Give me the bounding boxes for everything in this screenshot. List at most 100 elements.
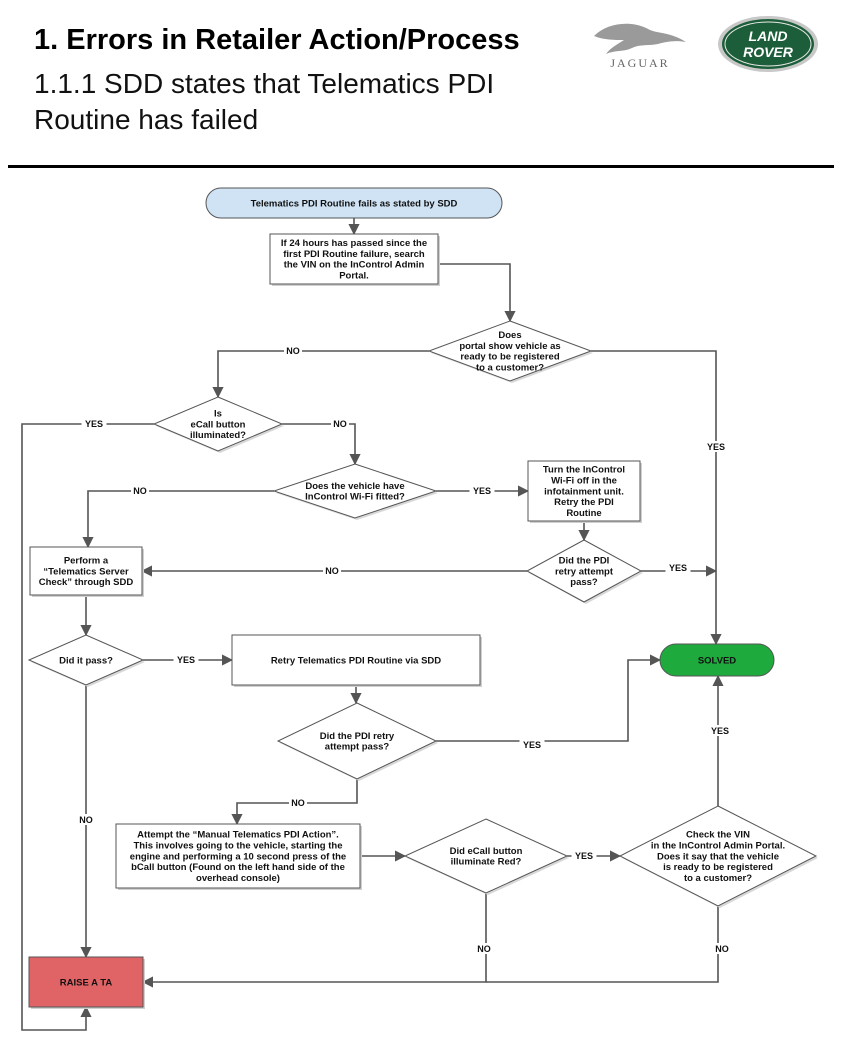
node-manual-text: bCall button (Found on the left hand sid… [131,862,345,873]
node-manual-text: This involves going to the vehicle, star… [133,841,342,852]
edge-label-bg [331,418,349,429]
connector [486,906,719,983]
connector [21,423,154,1031]
connector [82,490,274,549]
landrover-logo: LAND ROVER [718,16,818,72]
page-header: 1. Errors in Retailer Action/Process 1.1… [0,0,843,170]
edge-label-wifi-no: NO [133,486,147,496]
node-turnoff-shape [527,460,641,522]
node-manual: Attempt the “Manual Telematics PDI Actio… [115,823,362,890]
edge-label-bg [571,850,597,861]
node-checkvin-text: is ready to be registered [663,862,773,873]
edge-label-bg [469,485,495,496]
node-wifi-shape [272,463,438,519]
connector [282,423,361,466]
connector [212,350,429,399]
edge-label-bg [77,814,95,825]
node-raise: RAISE A TA [28,956,145,1009]
node-manual-text: engine and performing a 10 second press … [130,851,346,862]
landrover-logo-text-2: ROVER [743,44,794,60]
node-retry1-text: retry attempt [555,566,614,577]
node-checkvin-text: in the InControl Admin Portal. [651,841,785,852]
jaguar-logo-text: JAGUAR [610,56,669,70]
node-retrysdd-text: Retry Telematics PDI Routine via SDD [271,655,441,666]
node-search-text: first PDI Routine failure, search [283,249,425,260]
node-search-text: the VIN on the InControl Admin [284,260,425,271]
edge-label-bg [713,943,731,954]
node-solved-text: SOLVED [698,655,736,666]
edge-label-bg [519,739,545,750]
node-retrysdd: Retry Telematics PDI Routine via SDD [231,634,482,687]
edge-label-checkvin-yes: YES [711,726,729,736]
node-checkvin-text: to a customer? [684,873,752,884]
edge-label-bg [289,797,307,808]
edge-label-checkvin-no: NO [715,944,729,954]
node-solved-shape [659,643,775,677]
edge-label-bg [81,418,107,429]
landrover-logo-text-1: LAND [749,28,788,44]
edge-label-retry1-no: NO [325,566,339,576]
edge-label-pass-no: NO [79,815,93,825]
node-ecall-text: eCall button [191,419,246,430]
node-wifi-text: Does the vehicle have [305,481,404,492]
node-portal-text: to a customer? [476,363,544,374]
node-start-shape [205,187,503,219]
page-subtitle: 1.1.1 SDD states that Telematics PDI Rou… [34,66,494,138]
node-retry1-text: pass? [570,577,598,588]
node-ecall-text: illuminated? [190,430,246,441]
node-servercheck-shape [29,546,143,596]
node-turnoff-text: Wi-Fi off in the [551,476,617,487]
node-retrysdd-shape [231,634,481,686]
edge-label-bg [284,345,302,356]
header-divider [8,165,834,168]
node-pass-text: Did it pass? [59,655,113,666]
node-solved: SOLVED [659,643,775,677]
node-manual-shape [115,823,361,889]
node-portal-text: portal show vehicle as [459,341,560,352]
edge-label-bg [131,485,149,496]
node-raise-text: RAISE A TA [60,977,113,988]
subtitle-line-2: Routine has failed [34,104,259,135]
subtitle-line-1: 1.1.1 SDD states that Telematics PDI [34,68,495,99]
node-ecallred-shape [403,818,569,894]
leaping-cat-icon [594,23,686,54]
node-turnoff-text: infotainment unit. [544,486,624,497]
edge-label-bg [173,654,199,665]
flowchart-connectors [21,218,724,1031]
node-portal-shape [427,320,593,382]
node-ecallred-text: Did eCall button [450,846,523,857]
node-search-shape [269,233,439,285]
flowchart-nodes: Telematics PDI Routine fails as stated b… [27,187,818,1009]
node-checkvin-text: Does it say that the vehicle [657,851,779,862]
node-ecall-text: Is [214,409,222,420]
edge-label-ecall-yes: YES [85,419,103,429]
connector [141,893,487,988]
landrover-logo-oval [722,19,814,69]
edge-label-ecallred-no: NO [477,944,491,954]
node-turnoff-text: Retry the PDI [554,497,614,508]
connector [438,263,516,323]
edge-label-portal-yes: YES [707,442,725,452]
edge-label-bg [703,441,729,452]
edge-label-retry1-yes: YES [669,563,687,573]
edge-label-pass-yes: YES [177,655,195,665]
node-retry2-text: Did the PDI retry [320,731,395,742]
node-wifi-text: InControl Wi-Fi fitted? [305,492,405,503]
node-ecallred-text: illuminate Red? [451,857,522,868]
node-servercheck-text: Perform a [64,556,109,567]
page-title: 1. Errors in Retailer Action/Process [34,24,520,56]
node-retry1-shape [525,539,643,603]
node-retry2-shape [276,702,438,780]
edge-label-retry2-yes: YES [523,740,541,750]
edge-label-retry2-no: NO [291,798,305,808]
